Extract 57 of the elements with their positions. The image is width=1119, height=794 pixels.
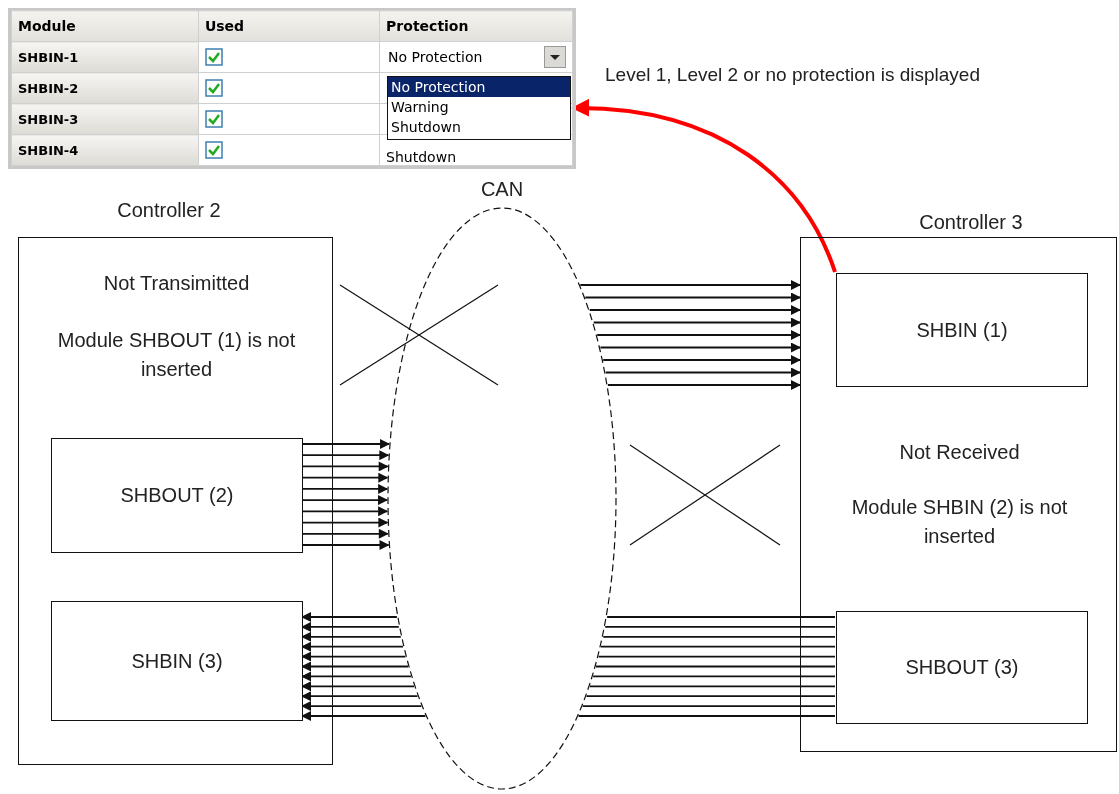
module-label: SHBIN (1) [916,318,1008,342]
dropdown-option: Shutdown [388,117,570,137]
arrow [301,612,398,622]
arrow [301,701,423,712]
arrow [301,661,409,672]
arrow [301,631,402,642]
arrow [579,280,801,290]
status-text: Not Received [898,440,1021,465]
row-header: SHBIN-3 [11,103,199,135]
arrow [301,528,389,539]
status-text: Module SHBOUT (1) is not inserted [56,328,297,382]
row-header: SHBIN-2 [11,72,199,104]
module-box [836,273,1088,387]
controller-title: Controller 3 [918,210,1024,235]
row-header: SHBIN-1 [11,41,199,73]
arrow [602,355,801,365]
arrow [301,506,389,517]
arrow [301,483,389,494]
arrow [592,317,801,328]
arrow [584,292,801,303]
arrow [301,461,389,472]
arrow [301,540,390,550]
arrow [301,450,390,461]
dropdown-list [387,76,571,140]
module-box [51,438,303,553]
column-header: Used [198,10,380,42]
arrow [301,517,389,528]
arrow [301,439,390,449]
arrow [301,711,427,721]
dropdown-option: Warning [388,97,570,117]
module-box [51,601,303,721]
arrow [301,671,412,682]
arrow [604,367,801,378]
module-label: SHBOUT (3) [905,656,1019,679]
arrow [301,621,400,632]
status-text: Module SHBIN (2) is not inserted [850,495,1069,549]
arrow [301,495,388,506]
arrow [588,305,801,315]
arrow [607,380,801,390]
arrow [301,641,404,652]
arrow [301,472,389,483]
controller-title: Controller 2 [116,198,222,223]
arrow [599,342,801,353]
dropdown-option: No Protection [388,77,570,97]
module-label: SHBOUT (2) [120,484,234,507]
arrow [301,681,415,692]
status-text: Not Transimitted [102,271,251,296]
note-text: Level 1, Level 2 or no protection is displayed [605,64,980,86]
arrow [596,330,801,340]
bus-label: CAN [479,177,525,202]
column-header: Module [11,10,199,42]
column-header: Protection [379,10,573,42]
arrow [301,651,407,662]
arrow [301,691,419,702]
module-box [836,611,1088,724]
module-label: SHBIN (3) [131,649,223,673]
row-header: SHBIN-4 [11,134,199,166]
